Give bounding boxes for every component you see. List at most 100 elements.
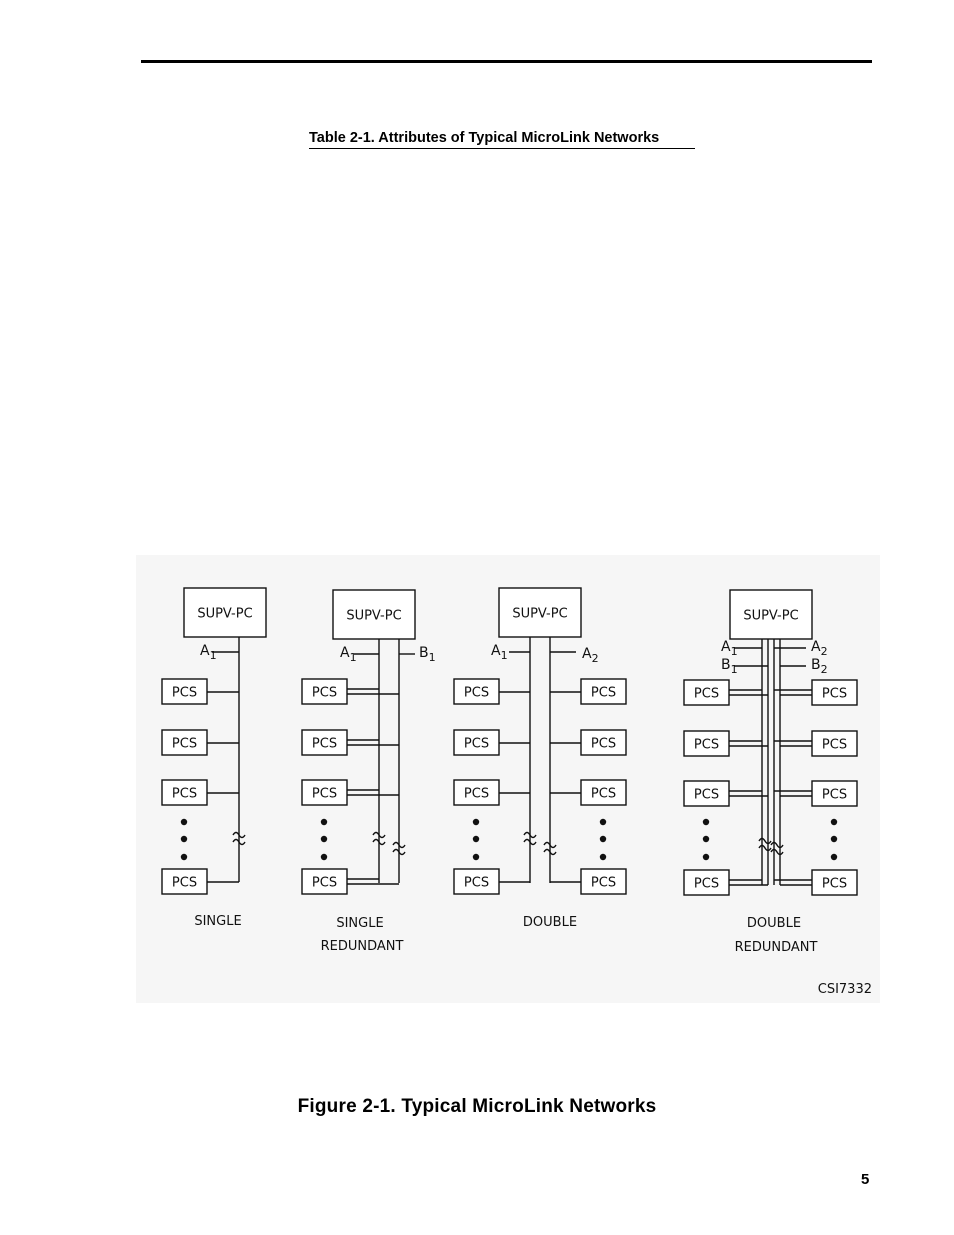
single-pcs-1-box — [161, 678, 208, 705]
double-continuation-dots-right — [599, 835, 607, 843]
bus-break-mark — [770, 841, 784, 849]
sr-continuation-dots — [320, 853, 328, 861]
single-pcs-n-label: PCS — [172, 876, 197, 891]
double-supv-pc-box — [498, 587, 582, 638]
double-pcs-left-n-box — [453, 868, 500, 895]
label-double-redundant-2: REDUNDANT — [735, 940, 818, 955]
dr-pcs-right-n-label: PCS — [822, 877, 847, 892]
double-pcs-right-n-label: PCS — [591, 876, 616, 891]
dr-pcs-left-n-label: PCS — [694, 877, 719, 892]
label-double-redundant-1: DOUBLE — [747, 916, 801, 931]
single-continuation-dots — [180, 818, 188, 826]
bus-break-mark — [232, 831, 246, 839]
dr-pcs-right-1-box — [811, 679, 858, 706]
double-pcs-left-1-box — [453, 678, 500, 705]
label-single-redundant-1: SINGLE — [336, 916, 383, 931]
dr-pcs-right-3-box — [811, 780, 858, 807]
sr-pcs-3-label: PCS — [312, 787, 337, 802]
sr-pcs-3-box — [301, 779, 348, 806]
double-continuation-dots-right — [599, 853, 607, 861]
dr-pcs-left-3-box — [683, 780, 730, 807]
page-number: 5 — [861, 1171, 870, 1188]
sr-pcs-n-label: PCS — [312, 876, 337, 891]
double-pcs-right-1-label: PCS — [591, 686, 616, 701]
double-pcs-left-3-label: PCS — [464, 787, 489, 802]
bus-break-mark — [523, 838, 537, 846]
single-supv-pc-label: SUPV-PC — [197, 607, 252, 622]
double-continuation-dots-left — [472, 835, 480, 843]
dr-continuation-dots-right — [830, 853, 838, 861]
label-single-redundant-2: REDUNDANT — [321, 939, 404, 954]
dr-continuation-dots-left — [702, 853, 710, 861]
bus-break-mark — [372, 831, 386, 839]
double-pcs-left-n-label: PCS — [464, 876, 489, 891]
single-continuation-dots — [180, 835, 188, 843]
sr-supv-pc-box — [332, 589, 416, 640]
bus-break-mark — [232, 838, 246, 846]
single-pcs-2-box — [161, 729, 208, 756]
sr-pcs-2-box — [301, 729, 348, 756]
dr-supv-pc-label: SUPV-PC — [743, 609, 798, 624]
single-continuation-dots — [180, 853, 188, 861]
double-pcs-left-3-box — [453, 779, 500, 806]
figure-caption: Figure 2-1. Typical MicroLink Networks — [297, 1096, 657, 1117]
double-pcs-right-1-box — [580, 678, 627, 705]
double-pcs-left-2-box — [453, 729, 500, 756]
dr-pcs-left-2-label: PCS — [694, 738, 719, 753]
bus-break-mark — [758, 844, 772, 852]
dr-pcs-right-2-label: PCS — [822, 738, 847, 753]
sr-pcs-1-box — [301, 678, 348, 705]
dr-pcs-right-n-box — [811, 869, 858, 896]
bus-break-mark — [543, 841, 557, 849]
dr-continuation-dots-right — [830, 818, 838, 826]
label-double: DOUBLE — [523, 915, 577, 930]
dr-pcs-left-1-box — [683, 679, 730, 706]
dr-pcs-left-3-label: PCS — [694, 788, 719, 803]
single-supv-pc-box — [183, 587, 267, 638]
dr-pcs-left-1-label: PCS — [694, 687, 719, 702]
bus-break-mark — [372, 838, 386, 846]
double-pcs-left-1-label: PCS — [464, 686, 489, 701]
double-pcs-left-2-label: PCS — [464, 737, 489, 752]
single-pcs-1-label: PCS — [172, 686, 197, 701]
double-continuation-dots-left — [472, 818, 480, 826]
dr-continuation-dots-right — [830, 835, 838, 843]
header-rule — [141, 60, 872, 63]
bus-break-mark — [770, 848, 784, 856]
double-pcs-right-n-box — [580, 868, 627, 895]
single-pcs-n-box — [161, 868, 208, 895]
bus-break-mark — [392, 841, 406, 849]
dr-continuation-dots-left — [702, 818, 710, 826]
single-pcs-3-label: PCS — [172, 787, 197, 802]
dr-pcs-left-2-box — [683, 730, 730, 757]
double-continuation-dots-left — [472, 853, 480, 861]
double-pcs-right-3-box — [580, 779, 627, 806]
dr-pcs-left-n-box — [683, 869, 730, 896]
dr-continuation-dots-left — [702, 835, 710, 843]
sr-pcs-n-box — [301, 868, 348, 895]
sr-continuation-dots — [320, 818, 328, 826]
dr-supv-pc-box — [729, 589, 813, 640]
double-continuation-dots-right — [599, 818, 607, 826]
double-supv-pc-label: SUPV-PC — [512, 607, 567, 622]
label-single: SINGLE — [194, 914, 241, 929]
bus-break-mark — [543, 848, 557, 856]
sr-pcs-1-label: PCS — [312, 686, 337, 701]
dr-pcs-right-3-label: PCS — [822, 788, 847, 803]
double-pcs-right-3-label: PCS — [591, 787, 616, 802]
sr-pcs-2-label: PCS — [312, 737, 337, 752]
double-pcs-right-2-box — [580, 729, 627, 756]
dr-pcs-right-2-box — [811, 730, 858, 757]
dr-pcs-right-1-label: PCS — [822, 687, 847, 702]
bus-break-mark — [758, 837, 772, 845]
table-caption: Table 2-1. Attributes of Typical MicroLi… — [309, 130, 695, 149]
double-pcs-right-2-label: PCS — [591, 737, 616, 752]
bus-break-mark — [523, 831, 537, 839]
sr-supv-pc-label: SUPV-PC — [346, 609, 401, 624]
bus-break-mark — [392, 848, 406, 856]
single-pcs-2-label: PCS — [172, 737, 197, 752]
single-pcs-3-box — [161, 779, 208, 806]
sr-continuation-dots — [320, 835, 328, 843]
